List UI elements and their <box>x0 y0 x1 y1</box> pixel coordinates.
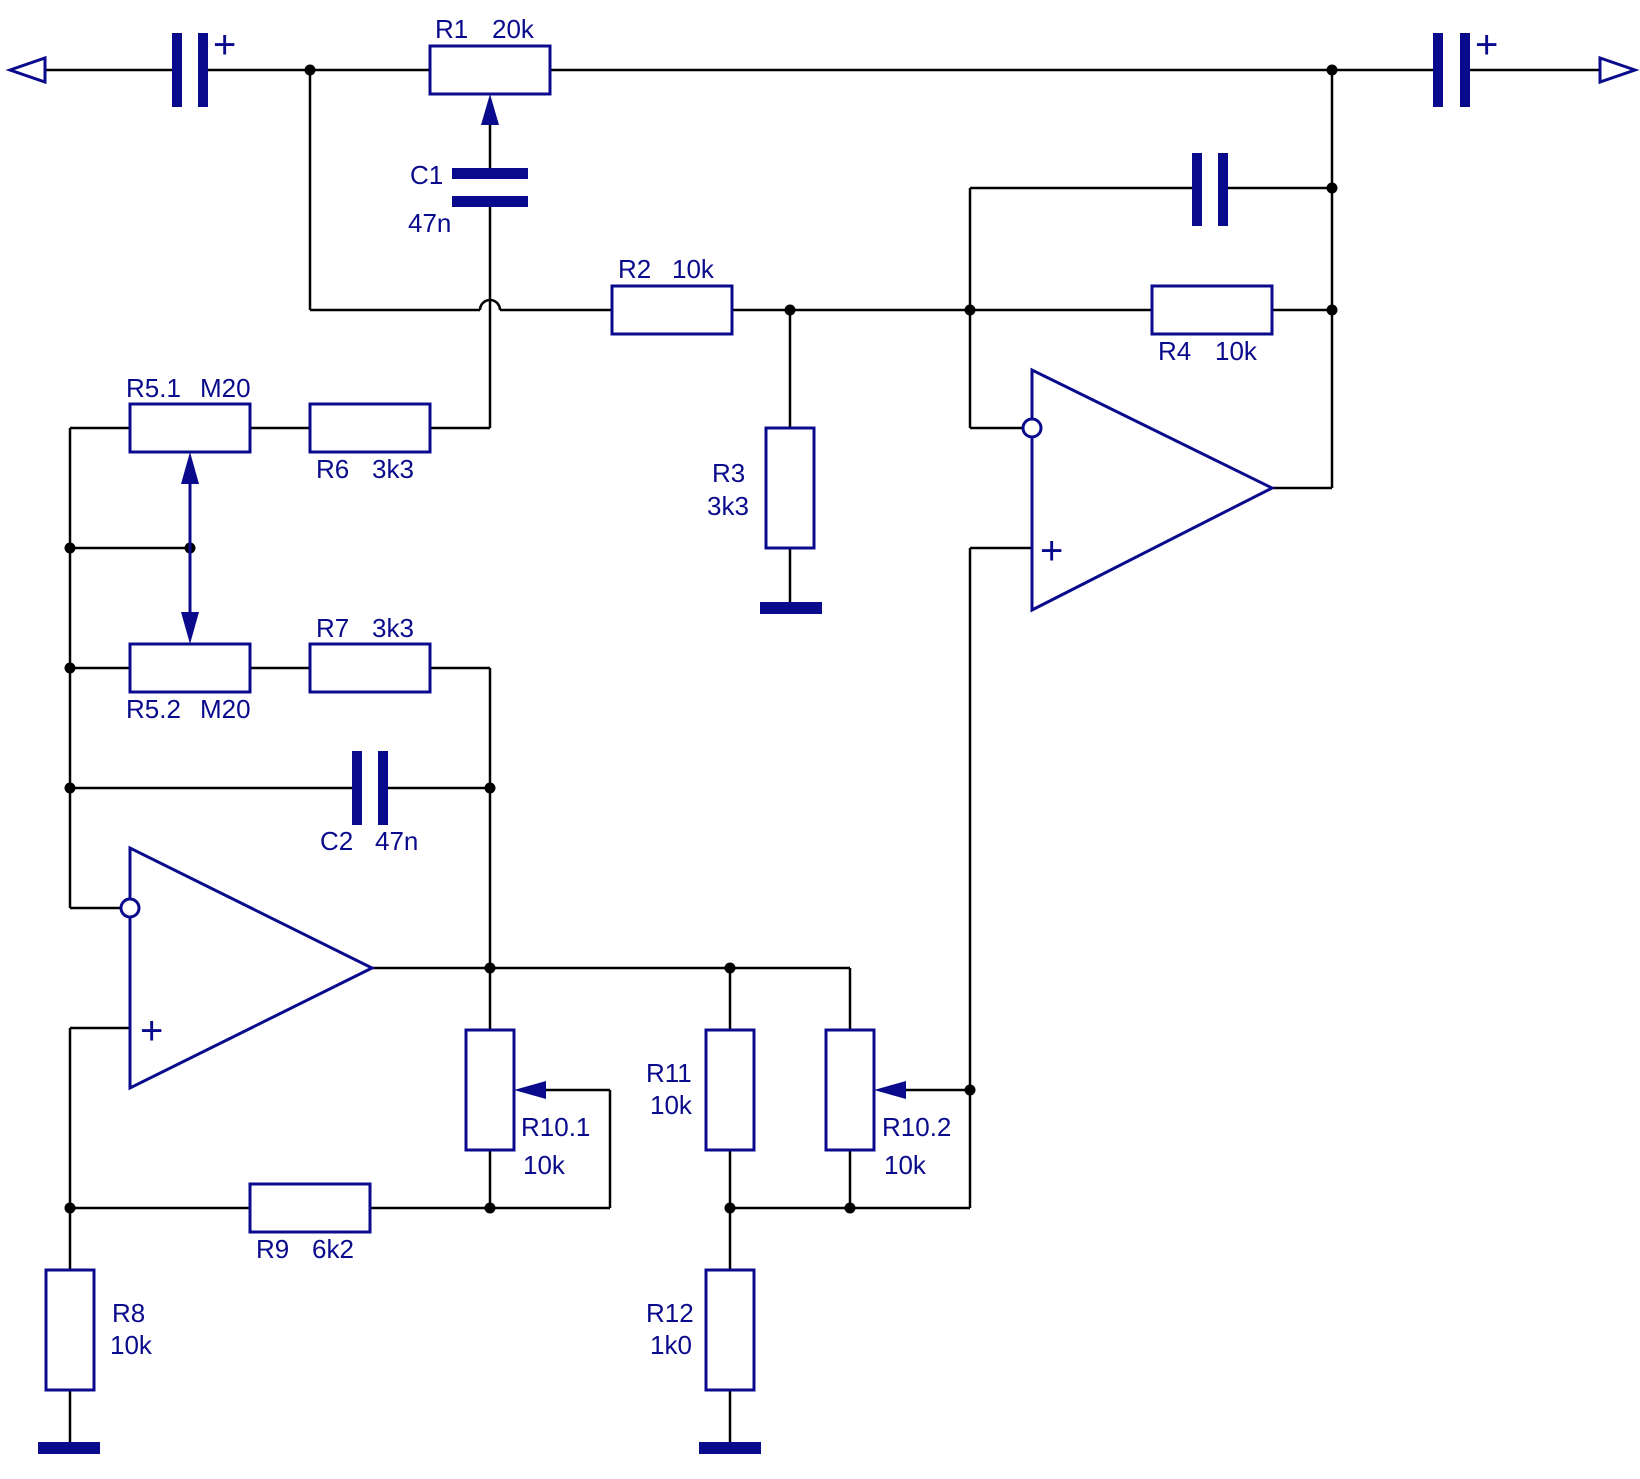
output-capacitor: + <box>1433 23 1498 107</box>
resistor-r7: R7 3k3 <box>308 613 432 694</box>
junction-dot <box>304 64 316 76</box>
wiper-arrow-icon <box>514 1081 546 1099</box>
r7-name: R7 <box>316 613 349 643</box>
r6-value: 3k3 <box>372 454 414 484</box>
junction-dot <box>64 542 76 554</box>
wiper-arrow-icon <box>481 94 499 125</box>
ground-icon <box>760 602 822 614</box>
wiper-arrow-icon <box>874 1081 906 1099</box>
c2-name: C2 <box>320 826 353 856</box>
junction-dot <box>844 1202 856 1214</box>
r2-name: R2 <box>618 254 651 284</box>
c2-value: 47n <box>375 826 418 856</box>
junction-dot <box>724 962 736 974</box>
r10-2-value: 10k <box>884 1150 927 1180</box>
junction-dot <box>484 782 496 794</box>
input-capacitor: + <box>172 23 236 107</box>
inverting-input-circle <box>1021 417 1043 439</box>
resistor-r9: R9 6k2 <box>248 1182 372 1264</box>
op-amp-1: + <box>119 845 376 1091</box>
r10-1-value: 10k <box>523 1150 566 1180</box>
junction-dot <box>784 304 796 316</box>
resistor-r2: R2 10k <box>610 254 734 336</box>
r8-value: 10k <box>110 1330 153 1360</box>
junction-dot <box>964 304 976 316</box>
resistor-r3: R3 3k3 <box>707 426 822 614</box>
input-capacitor-plus: + <box>213 23 236 67</box>
op-amp-1-plus: + <box>140 1009 163 1053</box>
resistor-r6: R6 3k3 <box>308 402 432 484</box>
r2-value: 10k <box>672 254 715 284</box>
r1-value: 20k <box>492 14 535 44</box>
junction-dot <box>484 1202 496 1214</box>
potentiometer-r5-1: R5.1 M20 <box>126 373 252 454</box>
resistor-r4: R4 10k <box>1150 284 1274 366</box>
r12-value: 1k0 <box>650 1330 692 1360</box>
potentiometer-r10-1: R10.1 10k <box>464 1028 590 1180</box>
r4-value: 10k <box>1215 336 1258 366</box>
op-amp-2-plus: + <box>1040 529 1063 573</box>
r7-value: 3k3 <box>372 613 414 643</box>
r5-2-name: R5.2 <box>126 694 181 724</box>
r9-name: R9 <box>256 1234 289 1264</box>
c1-name: C1 <box>410 160 443 190</box>
r3-name: R3 <box>712 458 745 488</box>
feedback-capacitor <box>1192 153 1228 226</box>
op-amp-2: + <box>1021 367 1276 613</box>
junction-dot <box>64 782 76 794</box>
r5-2-value: M20 <box>200 694 251 724</box>
ground-icon <box>699 1442 761 1454</box>
junction-dot <box>724 1202 736 1214</box>
r4-name: R4 <box>1158 336 1191 366</box>
junction-dot <box>64 662 76 674</box>
ganged-wiper-arrow-icon <box>181 452 199 644</box>
resistor-r1: R1 20k <box>428 14 552 125</box>
r3-value: 3k3 <box>707 491 749 521</box>
r9-value: 6k2 <box>312 1234 354 1264</box>
potentiometer-r10-2: R10.2 10k <box>824 1028 951 1180</box>
junctions <box>64 64 1338 1214</box>
junction-dot <box>1326 64 1338 76</box>
resistor-r11: R11 10k <box>646 1028 756 1152</box>
output-terminal-icon <box>1598 55 1640 85</box>
r10-2-name: R10.2 <box>882 1112 951 1142</box>
r8-name: R8 <box>112 1298 145 1328</box>
r6-name: R6 <box>316 454 349 484</box>
junction-dot <box>484 962 496 974</box>
potentiometer-r5-2: R5.2 M20 <box>126 642 252 724</box>
resistor-r12: R12 1k0 <box>646 1268 761 1454</box>
junction-dot <box>1326 304 1338 316</box>
input-terminal-icon <box>5 55 47 85</box>
junction-dot <box>1326 182 1338 194</box>
junction-dot <box>964 1084 976 1096</box>
r5-1-value: M20 <box>200 373 251 403</box>
output-capacitor-plus: + <box>1475 23 1498 67</box>
r11-value: 10k <box>650 1090 693 1120</box>
inverting-input-circle <box>119 897 141 919</box>
r11-name: R11 <box>646 1058 692 1088</box>
r5-1-name: R5.1 <box>126 373 181 403</box>
c1-value: 47n <box>408 208 451 238</box>
ground-icon <box>38 1442 100 1454</box>
r1-name: R1 <box>435 14 468 44</box>
capacitor-c1: C1 47n <box>408 160 528 238</box>
r12-name: R12 <box>646 1298 694 1328</box>
resistor-r8: R8 10k <box>38 1268 153 1454</box>
r10-1-name: R10.1 <box>521 1112 590 1142</box>
junction-dot <box>64 1202 76 1214</box>
capacitor-c2: C2 47n <box>320 751 418 856</box>
